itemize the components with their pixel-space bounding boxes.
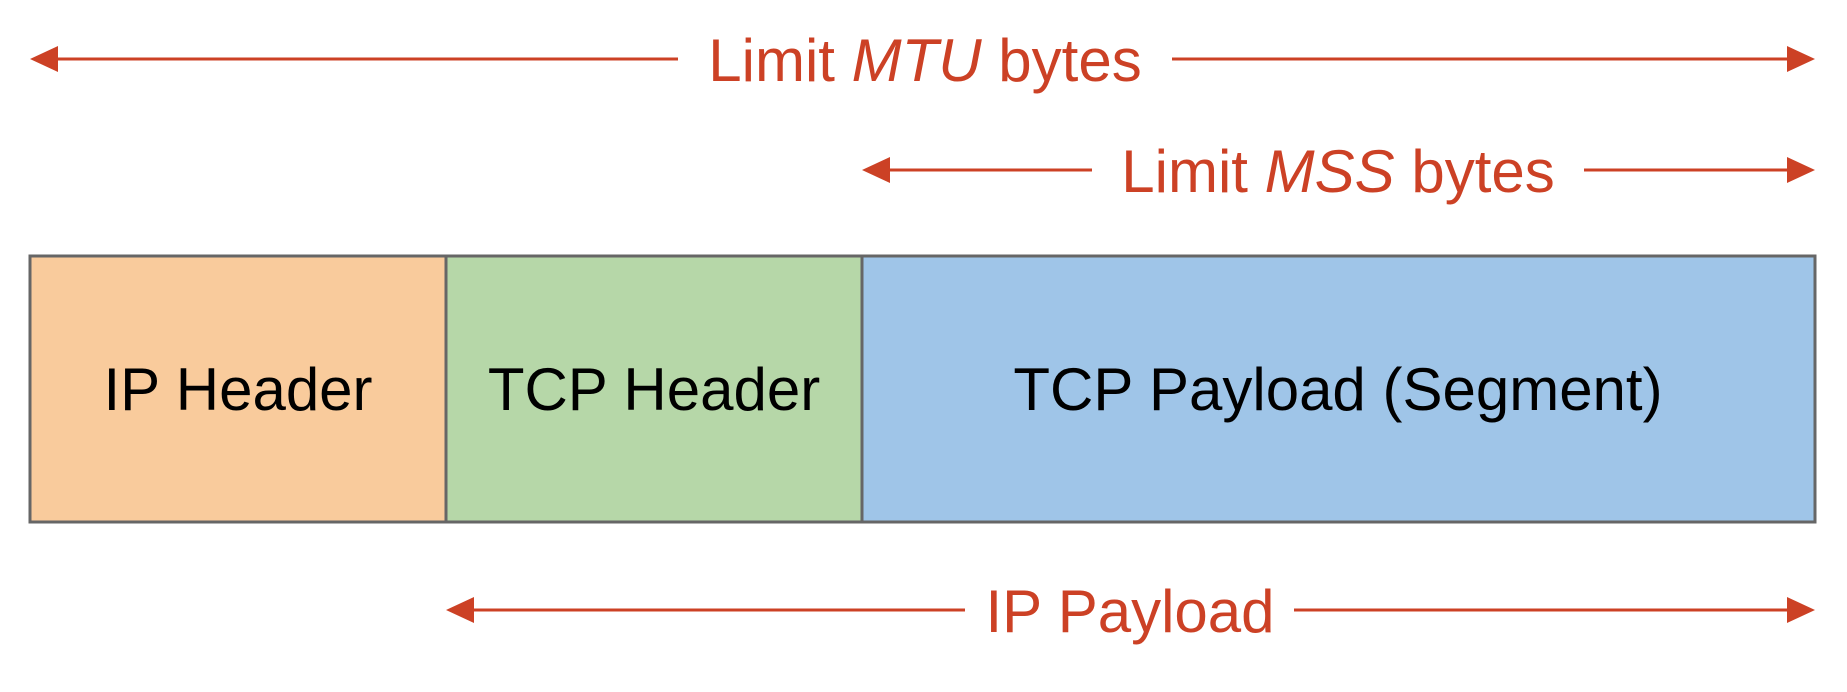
mss-label-suffix: bytes bbox=[1395, 138, 1555, 205]
packet-segments: IP Header TCP Header TCP Payload (Segmen… bbox=[28, 254, 1817, 524]
mtu-label-emphasis: MTU bbox=[852, 27, 983, 94]
mss-arrowhead-right-icon bbox=[1787, 157, 1815, 183]
ip-payload-arrowhead-right-icon bbox=[1787, 597, 1815, 623]
mtu-arrowhead-left-icon bbox=[30, 46, 58, 72]
mtu-label-prefix: Limit bbox=[708, 27, 851, 94]
tcp-header-box bbox=[444, 254, 864, 524]
tcp-payload-box bbox=[860, 254, 1817, 524]
ip-header-box bbox=[28, 254, 448, 524]
mtu-limit-arrow: Limit MTU bytes bbox=[30, 27, 1815, 94]
ip-payload-label: IP Payload bbox=[985, 578, 1274, 645]
mss-label-emphasis: MSS bbox=[1265, 138, 1395, 205]
mtu-arrowhead-right-icon bbox=[1787, 46, 1815, 72]
mss-limit-arrow: Limit MSS bytes bbox=[862, 138, 1815, 205]
mss-arrowhead-left-icon bbox=[862, 157, 890, 183]
mtu-label-suffix: bytes bbox=[982, 27, 1142, 94]
tcp-payload-label: TCP Payload (Segment) bbox=[1013, 356, 1662, 423]
mss-label-prefix: Limit bbox=[1121, 138, 1264, 205]
mtu-limit-label: Limit MTU bytes bbox=[708, 27, 1141, 94]
ip-payload-arrow: IP Payload bbox=[446, 578, 1815, 645]
ip-payload-arrowhead-left-icon bbox=[446, 597, 474, 623]
tcp-header-label: TCP Header bbox=[488, 356, 820, 423]
ip-header-label: IP Header bbox=[103, 356, 372, 423]
mss-limit-label: Limit MSS bytes bbox=[1121, 138, 1554, 205]
